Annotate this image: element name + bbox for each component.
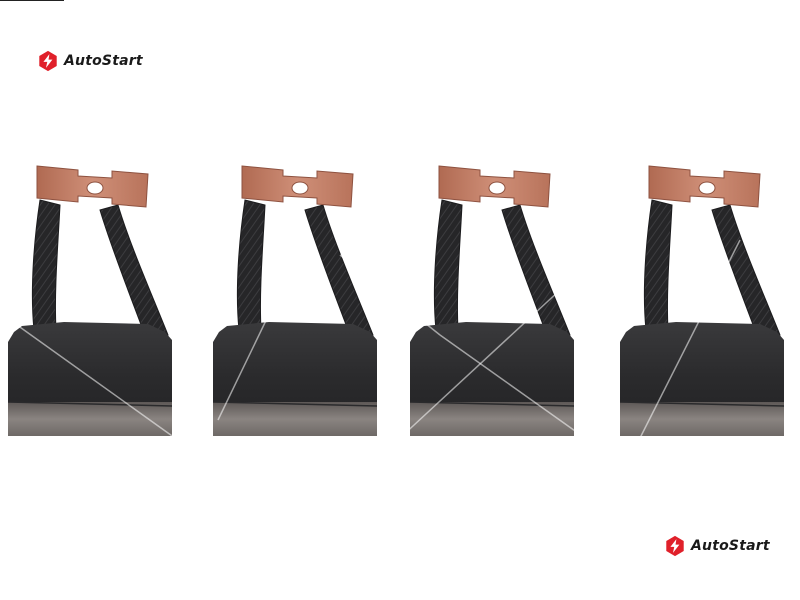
carbon-brush-2	[212, 165, 378, 437]
top-divider-line	[0, 0, 64, 1]
autostart-logo-icon	[39, 50, 57, 72]
autostart-logo-icon	[666, 535, 684, 557]
watermark-lines	[9, 239, 741, 439]
brand-logo-bottom: AutoStart	[664, 535, 770, 557]
brand-logo-top: AutoStart	[37, 50, 143, 72]
brand-name: AutoStart	[64, 53, 143, 69]
carbon-brush-3	[409, 165, 575, 437]
carbon-brush-1	[7, 165, 173, 437]
brand-name: AutoStart	[691, 538, 770, 554]
carbon-brush-4	[619, 165, 785, 437]
